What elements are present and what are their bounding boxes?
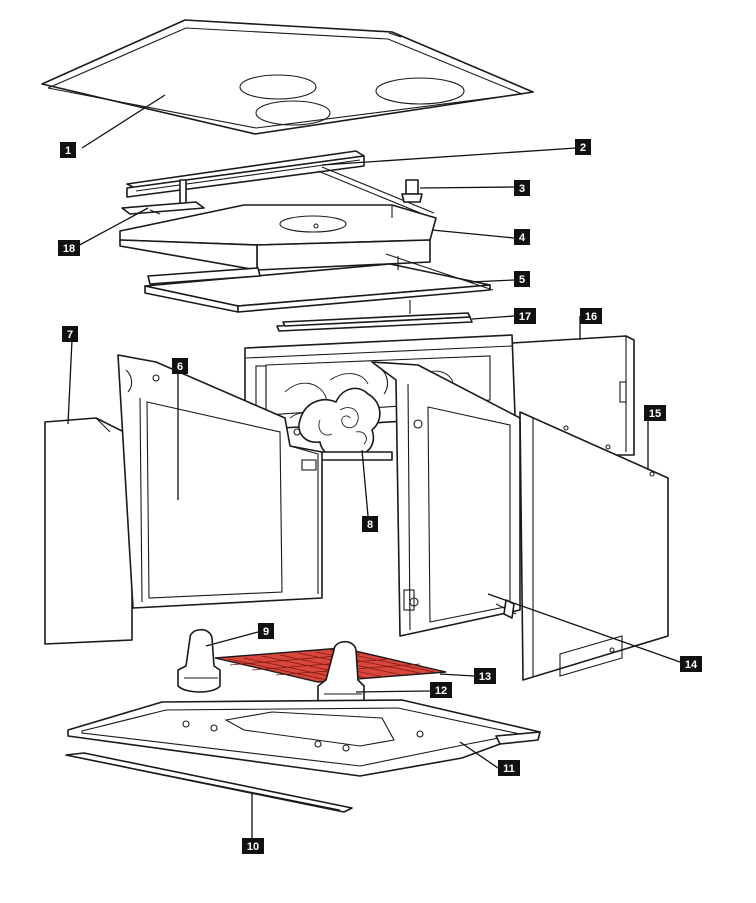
part-15-right-panel[interactable]: [519, 411, 669, 681]
callout-4: 4: [514, 229, 530, 245]
callout-8: 8: [362, 516, 378, 532]
part-9-left-leg[interactable]: [177, 628, 221, 693]
callout-box-12: [430, 682, 452, 698]
callout-5: 5: [514, 271, 530, 287]
callout-10: 10: [242, 838, 264, 854]
callout-number-13: 13: [479, 671, 491, 683]
part-18-damper-plate[interactable]: [121, 201, 205, 215]
callout-number-4: 4: [519, 232, 526, 244]
callout-box-4: [514, 229, 530, 245]
part-17-flue-strip[interactable]: [276, 300, 473, 332]
callout-18: 18: [58, 240, 80, 256]
part-5-lower-baffle[interactable]: [144, 253, 494, 313]
callout-1: 1: [60, 142, 76, 158]
part-2-top-rail[interactable]: [126, 150, 435, 218]
callout-box-16: [580, 308, 602, 324]
callout-6: 6: [172, 358, 188, 374]
callout-number-5: 5: [519, 274, 525, 286]
callout-14: 14: [680, 656, 702, 672]
callout-box-7: [62, 326, 78, 342]
callout-7: 7: [62, 326, 78, 342]
callout-number-11: 11: [503, 763, 515, 775]
callout-15: 15: [644, 405, 666, 421]
callout-number-7: 7: [67, 329, 73, 341]
callout-box-14: [680, 656, 702, 672]
callout-box-18: [58, 240, 80, 256]
callout-number-6: 6: [177, 361, 183, 373]
leader-lines: [67, 94, 681, 838]
callout-box-8: [362, 516, 378, 532]
part-14-right-door[interactable]: [371, 361, 521, 637]
callout-box-11: [498, 760, 520, 776]
callout-number-1: 1: [65, 145, 71, 157]
callout-13: 13: [474, 668, 496, 684]
callout-number-17: 17: [519, 311, 531, 323]
callout-box-15: [644, 405, 666, 421]
callout-17: 17: [514, 308, 536, 324]
callout-number-12: 12: [435, 685, 447, 697]
top-plate-hole-front: [255, 100, 331, 126]
callout-number-2: 2: [580, 142, 586, 154]
top-plate-hole-left: [239, 74, 317, 100]
callout-box-5: [514, 271, 530, 287]
callout-number-14: 14: [685, 659, 698, 671]
part-3-bracket[interactable]: [401, 179, 423, 203]
callout-box-2: [575, 139, 591, 155]
callout-box-3: [514, 180, 530, 196]
part-6-left-door[interactable]: [117, 354, 323, 609]
callout-11: 11: [498, 760, 520, 776]
callout-number-8: 8: [367, 519, 373, 531]
callout-box-9: [258, 623, 274, 639]
part-11-base-plate[interactable]: [67, 699, 541, 777]
part-10-front-lip[interactable]: [65, 752, 353, 813]
callout-number-18: 18: [63, 243, 75, 255]
callout-box-10: [242, 838, 264, 854]
part-4-baffle[interactable]: [119, 204, 437, 271]
callout-number-3: 3: [519, 183, 525, 195]
callout-box-1: [60, 142, 76, 158]
callout-number-15: 15: [649, 408, 661, 420]
top-plate-hole-right: [375, 77, 465, 105]
callout-box-6: [172, 358, 188, 374]
callout-2: 2: [575, 139, 591, 155]
part-8-decorative-casting[interactable]: [298, 387, 393, 461]
callout-box-13: [474, 668, 496, 684]
callout-number-10: 10: [247, 841, 259, 853]
part-7-left-panel[interactable]: [44, 417, 133, 645]
callout-number-9: 9: [263, 626, 269, 638]
part-1-top-plate[interactable]: [41, 19, 534, 135]
callout-number-16: 16: [585, 311, 597, 323]
callout-12: 12: [430, 682, 452, 698]
callout-9: 9: [258, 623, 274, 639]
callout-3: 3: [514, 180, 530, 196]
callout-16: 16: [580, 308, 602, 324]
callout-box-17: [514, 308, 536, 324]
